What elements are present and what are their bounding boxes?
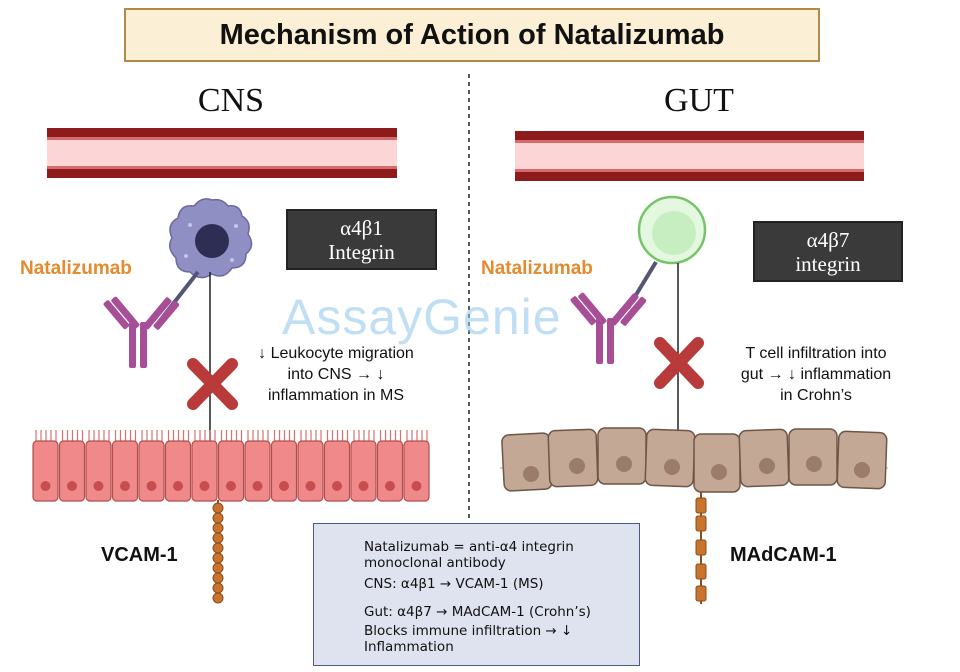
vcam-1-chain-icon [212,500,224,604]
leukocyte-icon [169,198,253,279]
endothelial-cell [244,440,271,502]
endothelial-cell [217,440,245,502]
madcam-1-chain-icon [695,492,707,604]
gut-integrin-name: α4β7 [806,227,850,252]
endothelial-cell [111,440,139,502]
page-title: Mechanism of Action of Natalizumab [124,8,820,62]
gut-effect-text: T cell infiltration into gut → ↓ inflamm… [740,345,892,404]
gut-antibody-icon [570,292,647,364]
madcam-segment [695,539,707,556]
endothelial-cell [138,440,165,502]
endothelial-cell [403,440,430,502]
legend-item-block: Blocks immune infiltration → ↓ Inflammat… [364,623,573,655]
endothelial-cell [85,440,112,502]
gut-integrin-type: integrin [795,251,861,276]
cns-block-x-icon [187,358,238,410]
cns-drug-label: Natalizumab [20,258,132,279]
vcam-bead [212,502,224,514]
endothelial-cell [58,440,86,502]
cns-blood-vessel-icon [47,128,397,178]
gut-heading: GUT [664,82,734,119]
t-cell-icon [637,195,707,265]
vcam-1-label: VCAM-1 [101,544,178,566]
gut-drug-label: Natalizumab [481,258,593,279]
gut-epithelium [500,427,888,493]
vcam-bead [212,542,224,554]
madcam-segment [695,563,707,580]
gut-block-x-icon [654,337,704,389]
watermark-text: AssayGenie [282,289,562,345]
vcam-bead [212,592,224,604]
cns-effect-text: ↓ Leukocyte migration into CNS → ↓ infla… [258,345,414,404]
legend-item-gut: Gut: α4β7 → MAdCAM-1 (Crohn’s) [364,604,591,620]
vcam-bead [212,552,224,564]
cns-integrin-box: α4β1 Integrin [286,209,437,270]
vcam-bead [212,512,224,524]
endothelial-cell [270,440,298,502]
vcam-bead [212,562,224,574]
vcam-bead [212,582,224,594]
madcam-segment [695,585,707,602]
gut-integrin-box: α4β7 integrin [753,221,903,282]
cns-integrin-type: Integrin [328,239,395,264]
endothelial-cell [350,440,377,502]
endothelial-cell [323,440,351,502]
vcam-bead [212,572,224,584]
endothelial-cell [191,440,218,502]
madcam-1-label: MAdCAM-1 [730,544,837,566]
vcam-bead [212,532,224,544]
cns-endothelium [32,430,430,502]
endothelial-cell [164,440,192,502]
endothelial-cell [32,440,59,502]
madcam-segment [695,497,707,514]
legend-item-cns: CNS: α4β1 → VCAM-1 (MS) [364,576,544,592]
cns-integrin-name: α4β1 [340,215,383,240]
vcam-bead [212,522,224,534]
cns-antibody-icon [103,296,180,368]
cns-heading: CNS [197,82,265,119]
madcam-segment [695,515,707,532]
legend-box: Natalizumab = anti-α4 integrin monoclona… [313,523,640,666]
gut-blood-vessel-icon [515,131,864,181]
legend-item-antibody: Natalizumab = anti-α4 integrin monoclona… [364,539,574,571]
endothelial-cell [376,440,404,502]
endothelial-cell [297,440,324,502]
